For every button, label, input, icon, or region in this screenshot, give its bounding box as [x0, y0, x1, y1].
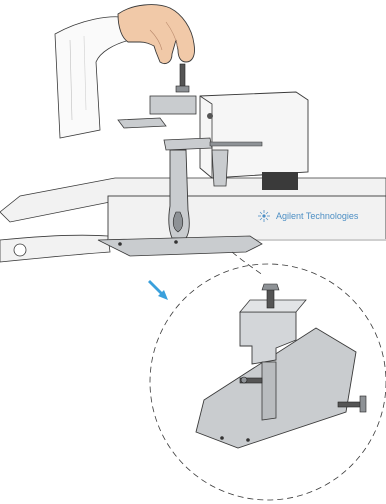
mounting-plate: [98, 236, 262, 256]
bracket-detail: [196, 300, 356, 448]
screw-icon: [176, 64, 189, 92]
screw-icon: [240, 377, 262, 383]
hand-icon: [118, 5, 195, 64]
brand-label: Agilent Technologies: [276, 211, 359, 221]
blue-arrow-icon: [148, 280, 168, 300]
